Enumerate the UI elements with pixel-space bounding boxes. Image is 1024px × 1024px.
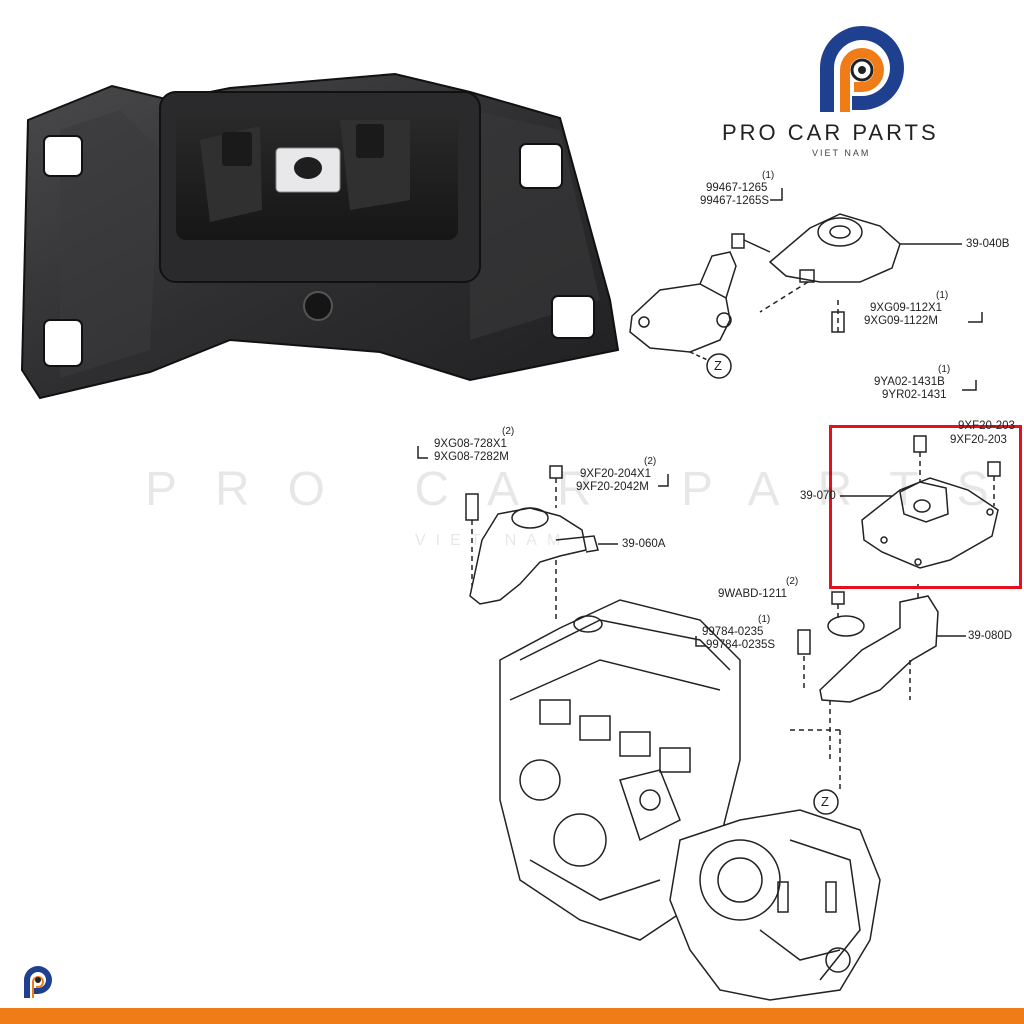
- a3-qty: (1): [938, 364, 951, 375]
- upper-bracket-drawing: [629, 251, 737, 363]
- a5-qty: (2): [502, 426, 515, 437]
- a3-line1: 9YA02-1431B: [874, 376, 945, 388]
- part-39-070-drawing: [840, 435, 1001, 569]
- a7-line1: 9WABD-1211: [718, 588, 788, 600]
- a7-qty: (2): [786, 576, 799, 587]
- mount-housing: [159, 91, 481, 283]
- part-label-39-070: 39-070: [800, 490, 836, 502]
- brand-name: PRO CAR PARTS: [722, 120, 939, 145]
- a8-qty: (1): [758, 614, 771, 625]
- watermark-text: PRO CAR PARTS: [145, 463, 1024, 516]
- z-marker-bottom-circle: [813, 789, 839, 815]
- a2-line2: 9XG09-1122M: [864, 315, 938, 327]
- a6-line2: 9XF20-2042M: [576, 481, 649, 493]
- a6-line1: 9XF20-204X1: [580, 468, 651, 480]
- bottom-orange-bar: [0, 1008, 1024, 1024]
- part-label-39-080D: 39-080D: [968, 630, 1013, 642]
- transmission-drawing: [669, 809, 881, 1001]
- part-label-39-060A: 39-060A: [622, 538, 666, 550]
- a1-line2: 99467-1265S: [700, 195, 770, 207]
- a6-qty: (2): [644, 456, 657, 467]
- z-marker-top-circle: [706, 353, 732, 379]
- highlight-box-39-070: [829, 425, 1022, 589]
- part-label-39-040B: 39-040B: [966, 238, 1010, 250]
- watermark-subtext: VIET NAM: [415, 532, 571, 549]
- a3-line2: 9YR02-1431: [882, 389, 947, 401]
- a4-line2: 9XF20-203: [950, 434, 1007, 446]
- part-39-060A-drawing: [465, 465, 618, 620]
- z-marker-bottom-label: Z: [821, 794, 829, 809]
- z-marker-top-label: Z: [714, 358, 722, 373]
- a5-line2: 9XG08-7282M: [434, 451, 509, 463]
- mount-holes: [43, 135, 595, 367]
- a1-line1: 99467-1265: [706, 182, 768, 194]
- part-39-080D-drawing: [790, 584, 966, 790]
- part-39-040B-drawing: [731, 213, 962, 283]
- a5-line1: 9XG08-728X1: [434, 438, 507, 450]
- a1-qty: (1): [762, 170, 775, 181]
- a2-line1: 9XG09-112X1: [870, 302, 943, 314]
- brand-subtitle: VIET NAM: [812, 148, 871, 158]
- a8-line1: 99784-0235: [702, 626, 764, 638]
- a8-line2: 99784-0235S: [706, 639, 776, 651]
- a4-line1: 9XF20-203: [958, 420, 1015, 432]
- a2-qty: (1): [936, 290, 949, 301]
